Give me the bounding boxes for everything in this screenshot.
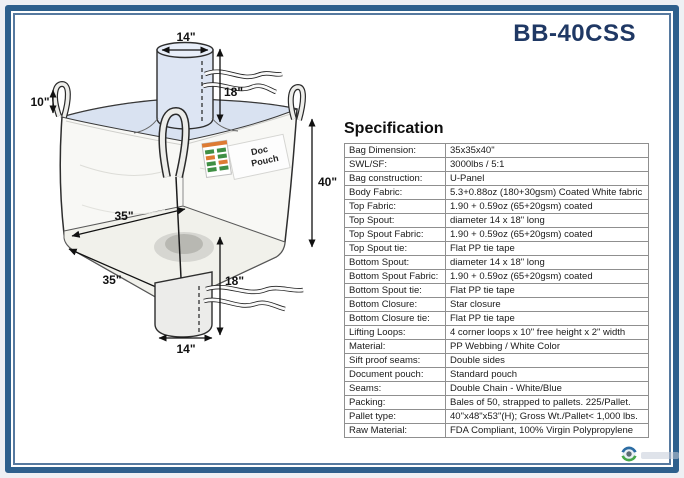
footer-logo-icon (621, 446, 637, 462)
bag-height-label: 40" (318, 175, 337, 189)
bag-depth-label: 35" (102, 273, 121, 287)
spec-row: SWL/SF: 3000lbs / 5:1 (344, 157, 649, 172)
spec-label: Bottom Spout: (344, 255, 446, 270)
certification-label-icon (201, 139, 232, 179)
bag-width-label: 35" (114, 209, 133, 223)
specification-heading: Specification (344, 120, 444, 137)
spec-row: Top Spout Fabric: 1.90 + 0.59oz (65+20gs… (344, 227, 649, 242)
spec-value: 1.90 + 0.59oz (65+20gsm) coated (445, 199, 649, 214)
spec-row: Lifting Loops: 4 corner loops x 10" free… (344, 325, 649, 340)
spec-label: Lifting Loops: (344, 325, 446, 340)
spec-label: Top Spout Fabric: (344, 227, 446, 242)
footer-watermark (641, 452, 679, 459)
spec-row: Seams: Double Chain - White/Blue (344, 381, 649, 396)
spec-value: 40"x48"x53"(H); Gross Wt./Pallet< 1,000 … (445, 409, 649, 424)
top-spout-diameter-dimension: 14" (161, 30, 209, 54)
bottom-spout-tie-tapes (203, 284, 304, 312)
loop-height-dimension: 10" (30, 89, 57, 114)
bottom-opening-hole (165, 234, 203, 254)
doc-pouch-label-line1: Doc (250, 144, 269, 157)
spec-value: 1.90 + 0.59oz (65+20gsm) coated (445, 227, 649, 242)
spec-value: Star closure (445, 297, 649, 312)
spec-label: Bottom Spout tie: (344, 283, 446, 298)
spec-value: 35x35x40" (445, 143, 649, 158)
bag-height-dimension: 40" (308, 118, 337, 248)
spec-value: 1.90 + 0.59oz (65+20gsm) coated (445, 269, 649, 284)
top-spout-diameter-label: 14" (176, 30, 195, 44)
loop-height-label: 10" (30, 95, 49, 109)
spec-label: Bottom Closure: (344, 297, 446, 312)
spec-row: Pallet type: 40"x48"x53"(H); Gross Wt./P… (344, 409, 649, 424)
spec-label: Document pouch: (344, 367, 446, 382)
spec-label: Body Fabric: (344, 185, 446, 200)
spec-row: Top Spout: diameter 14 x 18" long (344, 213, 649, 228)
spec-row: Packing: Bales of 50, strapped to pallet… (344, 395, 649, 410)
spec-label: Top Fabric: (344, 199, 446, 214)
spec-value: U-Panel (445, 171, 649, 186)
spec-value: PP Webbing / White Color (445, 339, 649, 354)
spec-label: Top Spout: (344, 213, 446, 228)
spec-label: Bag construction: (344, 171, 446, 186)
bottom-spout-length-dimension: 18" (216, 236, 244, 336)
spec-value: Double sides (445, 353, 649, 368)
bottom-spout-diameter-label: 14" (176, 342, 195, 356)
spec-label: Bag Dimension: (344, 143, 446, 158)
spec-value: Flat PP tie tape (445, 311, 649, 326)
spec-label: Seams: (344, 381, 446, 396)
lifting-loops (52, 80, 306, 279)
spec-label: SWL/SF: (344, 157, 446, 172)
spec-row: Body Fabric: 5.3+0.88oz (180+30gsm) Coat… (344, 185, 649, 200)
spec-value: 5.3+0.88oz (180+30gsm) Coated White fabr… (445, 185, 649, 200)
spec-row: Bottom Closure tie: Flat PP tie tape (344, 311, 649, 326)
spec-value: Flat PP tie tape (445, 283, 649, 298)
spec-row: Raw Material: FDA Compliant, 100% Virgin… (344, 423, 649, 438)
spec-label: Pallet type: (344, 409, 446, 424)
spec-row: Document pouch: Standard pouch (344, 367, 649, 382)
spec-row: Material: PP Webbing / White Color (344, 339, 649, 354)
document-pouch: Doc Pouch (226, 133, 291, 181)
spec-row: Bottom Spout: diameter 14 x 18" long (344, 255, 649, 270)
width-dimension: 35" (71, 207, 186, 238)
specification-table: Bag Dimension: 35x35x40" SWL/SF: 3000lbs… (344, 143, 649, 438)
spec-value: Double Chain - White/Blue (445, 381, 649, 396)
spec-value: Bales of 50, strapped to pallets. 225/Pa… (445, 395, 649, 410)
spec-value: diameter 14 x 18" long (445, 255, 649, 270)
spec-row: Bottom Closure: Star closure (344, 297, 649, 312)
spec-row: Bag Dimension: 35x35x40" (344, 143, 649, 158)
bottom-spout-length-label: 18" (225, 274, 244, 288)
spec-value: FDA Compliant, 100% Virgin Polypropylene (445, 423, 649, 438)
spec-value: Standard pouch (445, 367, 649, 382)
spec-row: Sift proof seams: Double sides (344, 353, 649, 368)
spec-value: Flat PP tie tape (445, 241, 649, 256)
product-model-title: BB-40CSS (513, 20, 636, 47)
spec-row: Bottom Spout Fabric: 1.90 + 0.59oz (65+2… (344, 269, 649, 284)
spec-row: Bottom Spout tie: Flat PP tie tape (344, 283, 649, 298)
spec-label: Packing: (344, 395, 446, 410)
spec-label: Material: (344, 339, 446, 354)
bag-body (59, 98, 299, 305)
spec-label: Top Spout tie: (344, 241, 446, 256)
spec-row: Top Fabric: 1.90 + 0.59oz (65+20gsm) coa… (344, 199, 649, 214)
spec-label: Raw Material: (344, 423, 446, 438)
spec-value: diameter 14 x 18" long (445, 213, 649, 228)
bottom-spout-diameter-dimension: 14" (158, 334, 213, 356)
spec-label: Bottom Closure tie: (344, 311, 446, 326)
top-spout-length-label: 18" (224, 85, 243, 99)
spec-row: Top Spout tie: Flat PP tie tape (344, 241, 649, 256)
spec-value: 3000lbs / 5:1 (445, 157, 649, 172)
spec-label: Sift proof seams: (344, 353, 446, 368)
spec-value: 4 corner loops x 10" free height x 2" wi… (445, 325, 649, 340)
spec-row: Bag construction: U-Panel (344, 171, 649, 186)
spec-label: Bottom Spout Fabric: (344, 269, 446, 284)
specification-section: Specification Bag Dimension: 35x35x40" S… (344, 120, 649, 438)
top-spout-length-dimension: 18" (216, 48, 243, 123)
